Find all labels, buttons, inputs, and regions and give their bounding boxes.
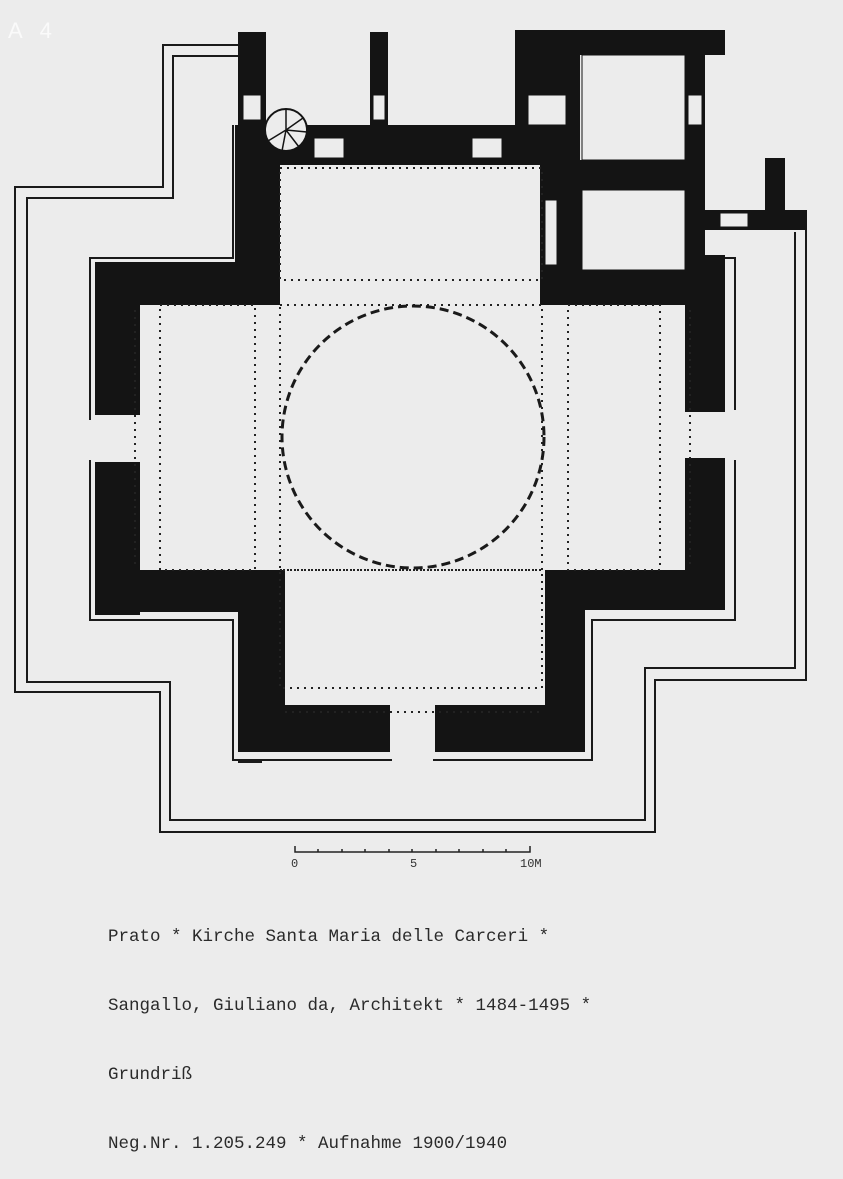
scale-end-label: 10M [520,857,542,871]
plate-label: A 4 [8,18,58,43]
dotted-vault-lines [134,167,691,713]
outer-boundary-lines [14,44,807,833]
caption-line-negative: Neg.Nr. 1.205.249 * Aufnahme 1900/1940 [108,1134,508,1154]
scale-start-label: 0 [291,857,299,871]
scale-bar [294,846,531,853]
wall-niches [242,54,749,271]
caption-line-type: Grundriß [108,1065,193,1085]
floor-plan-drawing [14,30,807,853]
caption-line-location: Prato * Kirche Santa Maria delle Carceri… [108,927,550,947]
inner-outline-lines [89,125,736,761]
walls [95,30,807,752]
caption-line-architect: Sangallo, Giuliano da, Architekt * 1484-… [108,996,592,1016]
scale-mid-label: 5 [410,857,418,871]
dome-circle [280,304,546,570]
spiral-staircase [264,108,308,152]
caption: Prato * Kirche Santa Maria delle Carceri… [108,880,591,1179]
